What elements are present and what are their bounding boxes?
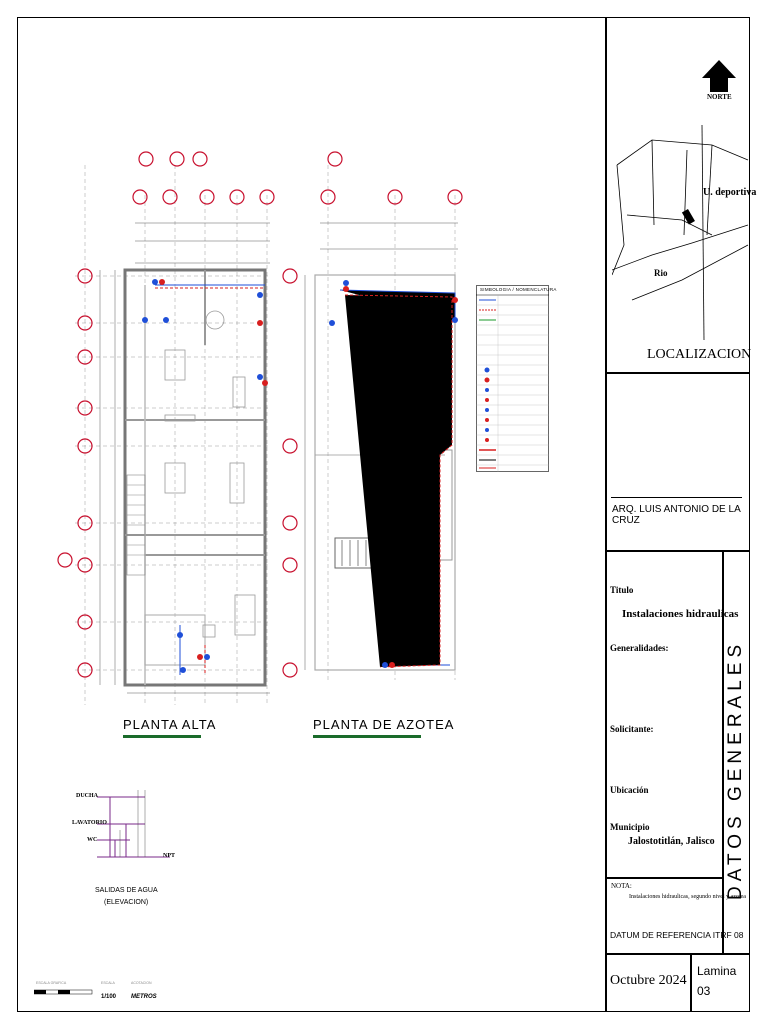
author-name: ARQ. LUIS ANTONIO DE LA CRUZ [612, 504, 741, 526]
titleblock-divider-3 [605, 877, 723, 879]
location-label-rio: Rio [654, 268, 668, 278]
elevation-lavatorio: LAVATORIO [72, 820, 107, 826]
ubicacion-label: Ubicación [610, 785, 649, 795]
location-map [612, 125, 749, 341]
nota-label: NOTA: [611, 882, 632, 890]
scale-escala-label: ESCALA [101, 981, 115, 985]
municipio-value: Jalostotitlán, Jalisco [628, 836, 715, 847]
scale-acotacion-value: METROS [131, 994, 157, 1000]
north-arrow-icon [702, 60, 736, 92]
datos-generales-vertical: DATOS GENERALES [725, 639, 746, 900]
titleblock-datos-divider [722, 550, 724, 953]
scale-escala-grafica-label: ESCALA GRAFICA [36, 981, 67, 985]
scale-escala-value: 1/100 [101, 994, 117, 1000]
legend-table [476, 285, 549, 472]
planta-azotea-underline [313, 735, 421, 738]
planta-azotea-plan [282, 151, 463, 680]
location-label-deportiva: U. deportiva [703, 187, 757, 198]
titulo-label: Titulo [610, 585, 634, 595]
titleblock-divider-2 [605, 550, 750, 552]
water-outlets-elevation [97, 790, 170, 858]
solicitante-label: Solicitante: [610, 724, 654, 734]
elevation-ducha: DUCHA [76, 793, 98, 799]
scale-acotacion-label: ACOTACION [131, 981, 152, 985]
titulo-value: Instalaciones hidraulicas [622, 608, 739, 620]
author-overline [611, 497, 742, 498]
planta-alta-plan [57, 151, 275, 705]
titleblock-lamina-divider [690, 953, 692, 1012]
date-text: Octubre 2024 [610, 973, 687, 988]
drawing-frame [17, 17, 750, 1012]
lamina-label: Lamina [697, 964, 737, 978]
datum-text: DATUM DE REFERENCIA ITRF 08 [610, 930, 744, 940]
titleblock-vertical-divider [605, 17, 607, 1012]
nota-value: Instalaciones hidraulicas, segundo nivel… [629, 894, 746, 900]
location-title: LOCALIZACION [647, 347, 752, 362]
generalidades-label: Generalidades: [610, 643, 669, 653]
elevation-title-1: SALIDAS DE AGUA [95, 887, 158, 894]
municipio-label: Municipio [610, 822, 650, 832]
planta-alta-title: PLANTA ALTA [123, 717, 217, 732]
lamina-number: 03 [697, 984, 711, 998]
elevation-npt: NPT [163, 853, 175, 859]
north-label: NORTE [707, 93, 732, 101]
titleblock-divider-4 [605, 953, 750, 955]
elevation-wc: WC [87, 837, 98, 843]
titleblock-divider-1 [605, 372, 750, 374]
planta-azotea-title: PLANTA DE AZOTEA [313, 717, 455, 732]
elevation-title-2: (ELEVACION) [104, 899, 149, 906]
legend-title: SIMBOLOGIA / NOMENCLATURA [480, 287, 557, 292]
planta-alta-underline [123, 735, 201, 738]
graphic-scale-bar [34, 989, 93, 995]
